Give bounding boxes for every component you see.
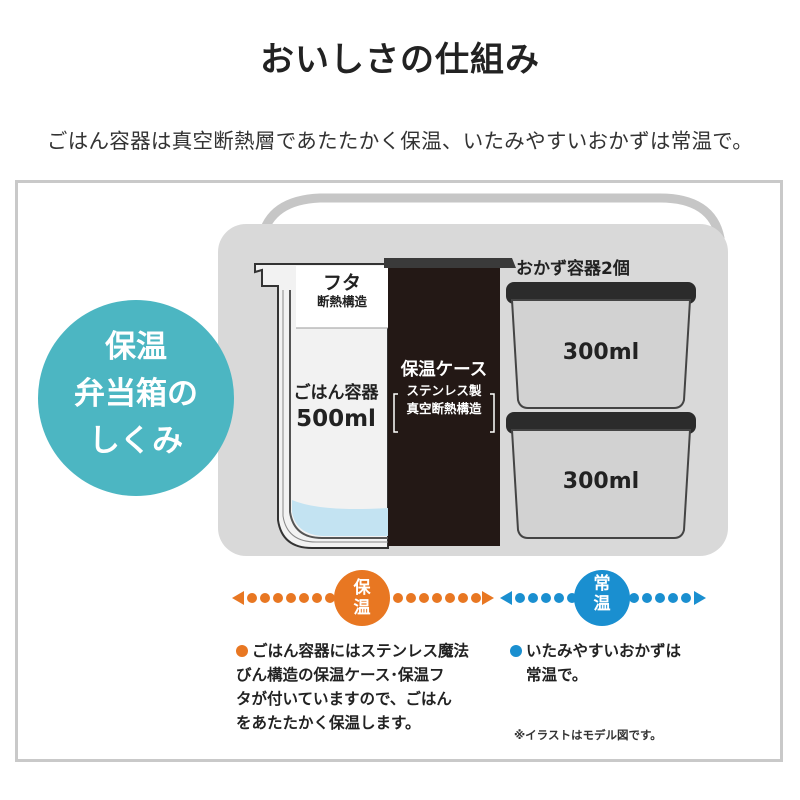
rice-fill [292,500,388,536]
left-desc-line-3: タが付いていますので、ごはん [236,690,452,708]
left-desc-line-2: びん構造の保温ケース･保温フ [236,666,445,684]
thermal-case [388,266,500,546]
left-desc-line-1: ごはん容器にはステンレス魔法 [252,642,470,660]
okazu-container-2 [510,429,692,539]
lid-label-sub: 断熱構造 [316,294,367,309]
room-temp-badge-text: 常 温 [587,574,617,614]
room-temp-char-2: 温 [593,594,611,614]
rice-container-inner [289,290,388,539]
room-temp-description: いたみやすいおかずは 常温で。 [510,639,681,687]
lid [296,266,388,328]
thermal-case-label: 保温ケース ステンレス製 真空断熱構造 [386,358,502,418]
thermal-case-name: 保温ケース [400,360,488,380]
orange-bullet-icon [236,645,248,657]
room-temp-arrow [500,570,706,626]
right-desc-line-1: いたみやすいおかずは [526,642,682,660]
okazu-container-1-volume: 300ml [562,340,640,365]
rice-container-label: ごはん容器 500ml [282,382,390,434]
circle-line-2: 弁当箱の [74,376,198,412]
rice-container-name: ごはん容器 [293,383,379,403]
keep-warm-badge-text: 保 温 [347,578,377,618]
keep-warm-description: ごはん容器にはステンレス魔法 びん構造の保温ケース･保温フ タが付いていますので… [236,639,469,735]
warm-bento-circle-text: 保温 弁当箱の しくみ [40,324,232,465]
okazu-container-1-lid [506,282,696,304]
keep-warm-char-2: 温 [353,598,371,618]
blue-bullet-icon [510,645,522,657]
left-desc-line-4: をあたたかく保温します。 [236,714,421,732]
room-temp-char-1: 常 [593,574,611,594]
bag-handle [257,193,725,243]
okazu-containers-title: おかず容器2個 [516,259,630,279]
okazu-container-2-volume: 300ml [562,469,640,494]
okazu-container-1 [510,299,692,409]
rice-container-volume: 500ml [296,406,376,432]
keep-warm-badge [334,570,390,626]
case-lid [384,258,516,268]
thermal-case-structure: 真空断熱構造 [406,401,482,416]
page-title: おいしさの仕組み [260,40,540,80]
circle-line-3: しくみ [88,423,184,459]
page-subtitle: ごはん容器は真空断熱層であたたかく保温、いたみやすいおかずは常温で。 [46,129,754,153]
illustration-note: ※イラストはモデル図です。 [514,728,662,742]
right-desc-line-2: 常温で。 [526,666,588,684]
circle-line-1: 保温 [105,329,167,365]
thermal-case-material: ステンレス製 [406,383,482,398]
lid-label-title: フタ [322,272,361,294]
keep-warm-arrow [232,570,494,626]
room-temp-badge [574,570,630,626]
warm-bento-circle [38,300,234,496]
keep-warm-char-1: 保 [353,578,371,598]
lid-label: フタ 断熱構造 [296,272,388,310]
okazu-container-2-lid [506,412,696,434]
